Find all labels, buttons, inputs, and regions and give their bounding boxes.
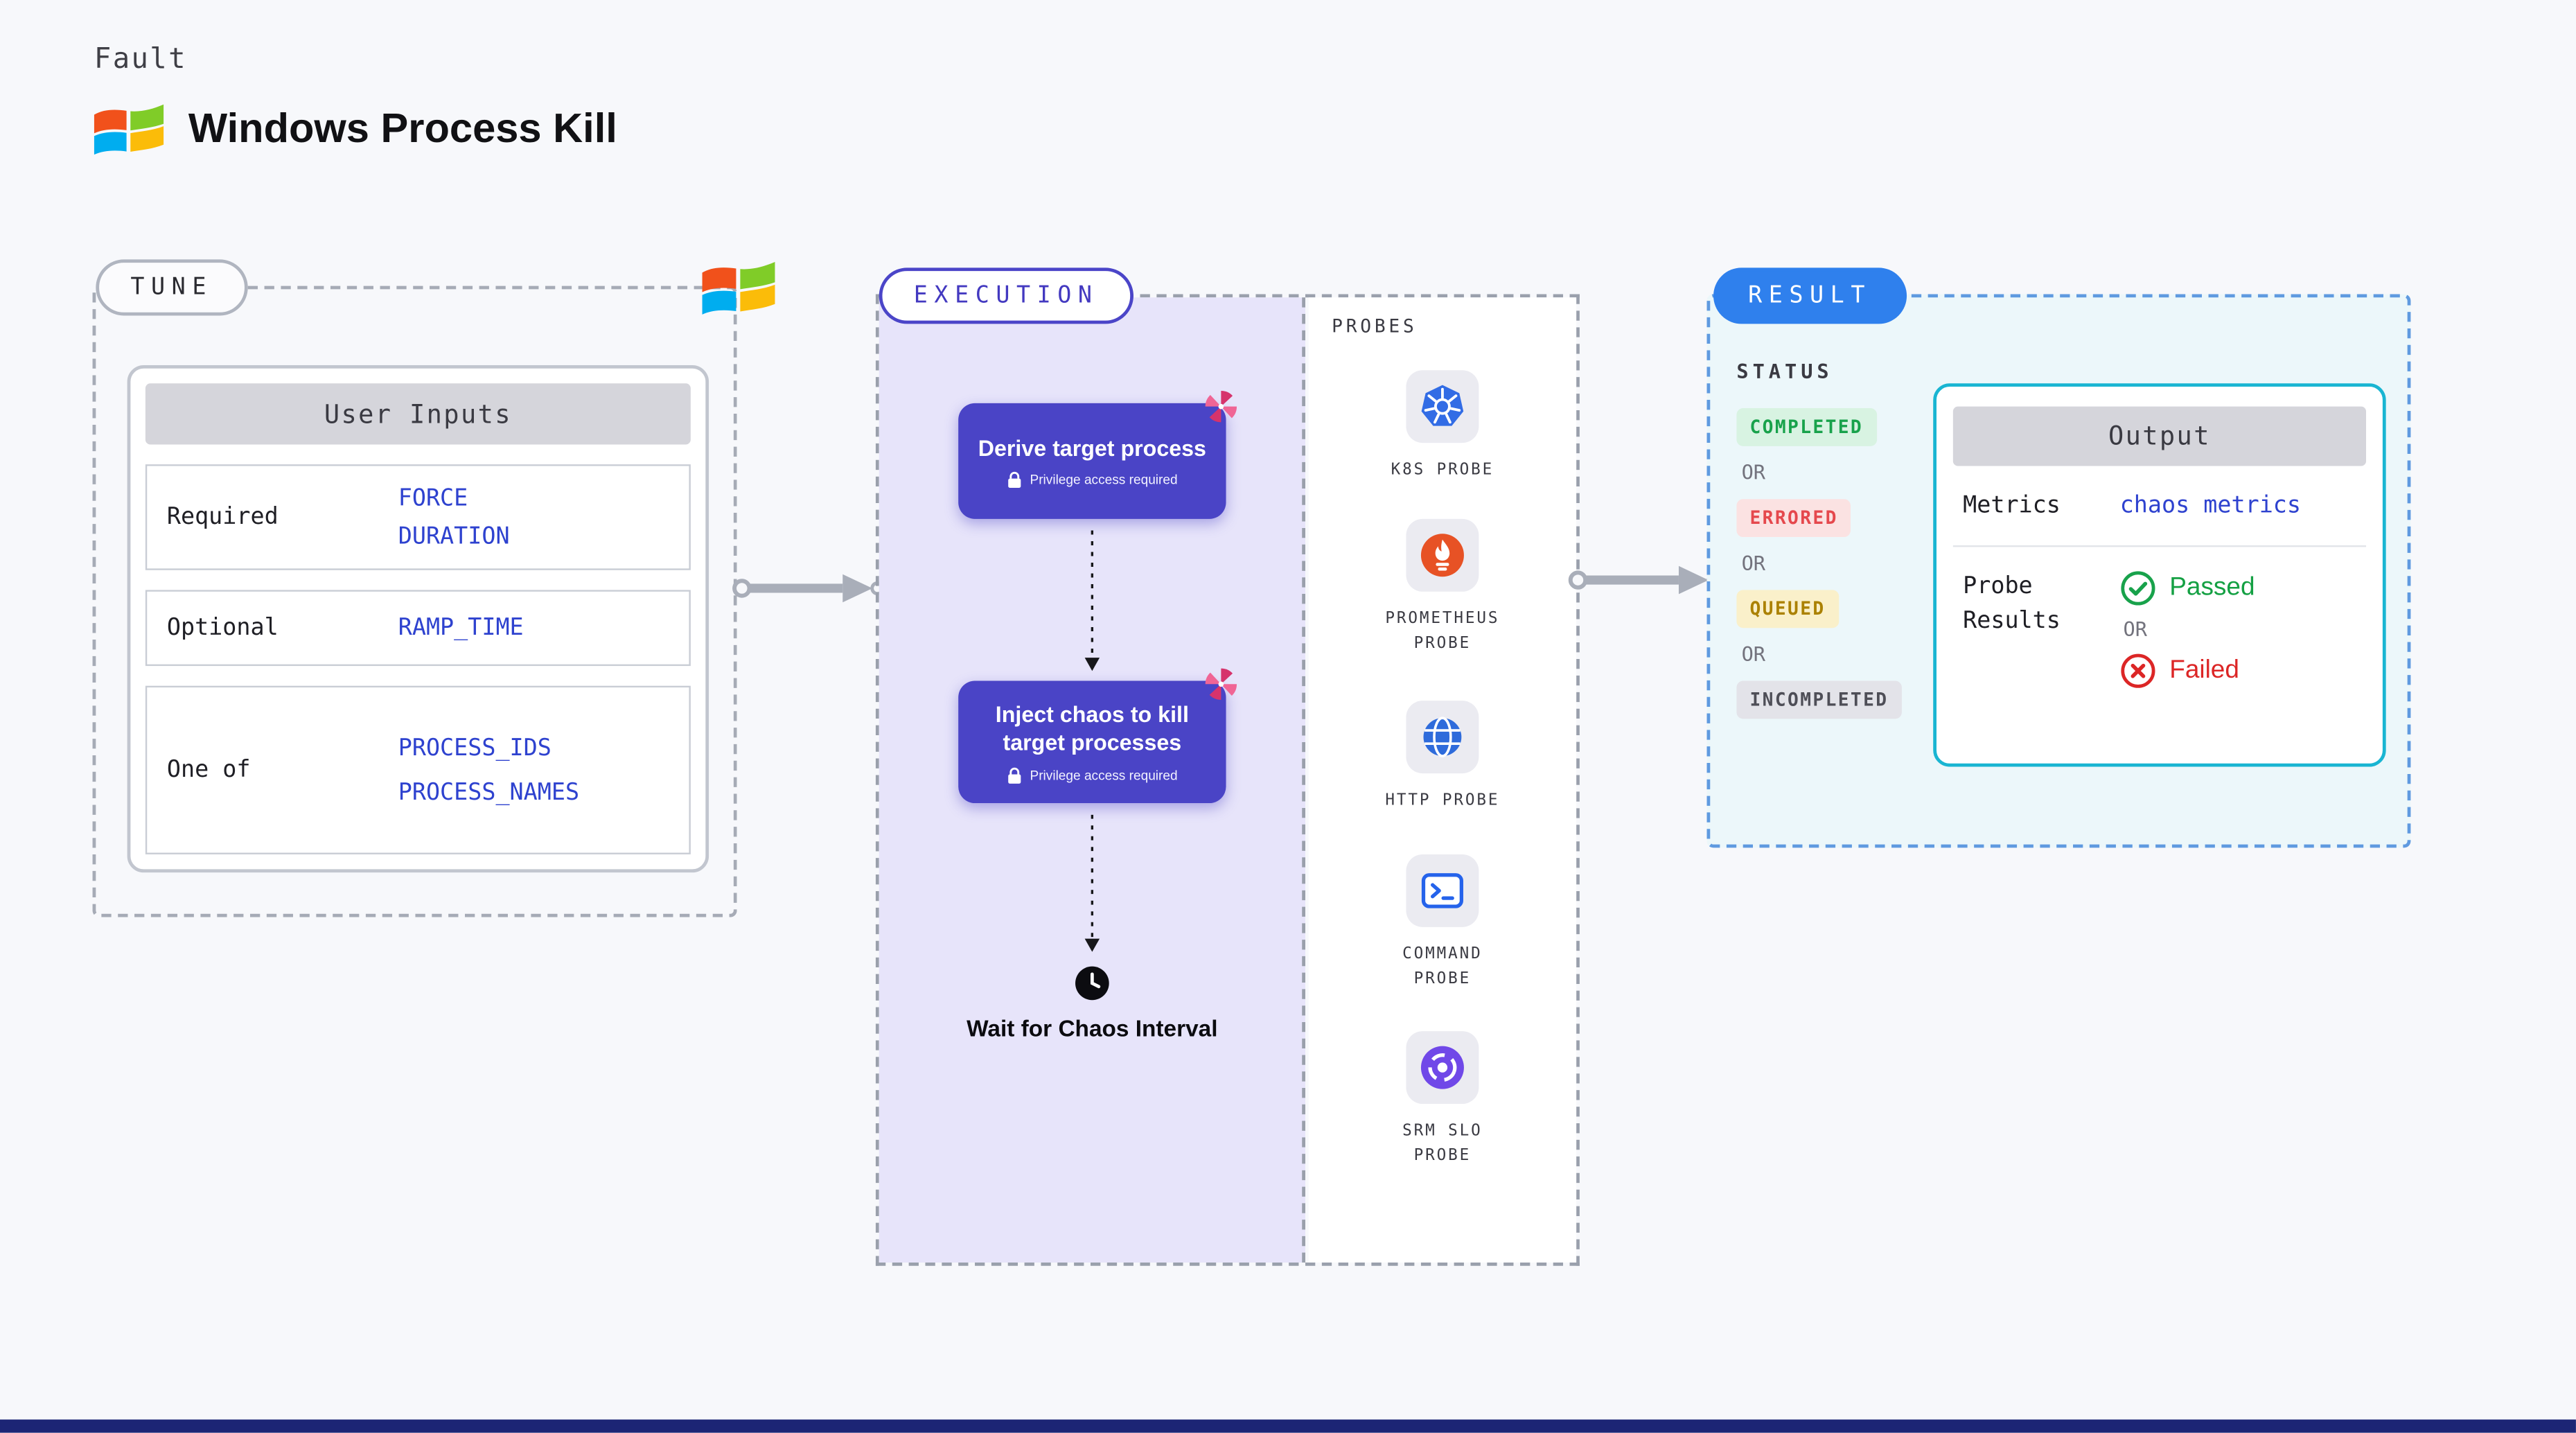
down-arrow-connector-icon <box>1084 814 1100 952</box>
probes-panel: PROBES <box>1308 297 1577 1263</box>
tune-section: TUNE User Inputs Required FORCE DURATION… <box>92 259 775 917</box>
execution-badge: EXECUTION <box>879 267 1133 324</box>
step-title: Inject chaos to kill target processes <box>995 702 1189 755</box>
step-title: Derive target process <box>978 435 1206 461</box>
probe-icon-box <box>1406 518 1479 592</box>
lock-icon <box>1007 472 1023 490</box>
windows-logo-icon <box>702 261 775 315</box>
passed-label: Passed <box>2169 574 2255 602</box>
metrics-label: Metrics <box>1963 492 2061 519</box>
table-row-optional: Optional RAMP_TIME <box>145 590 691 667</box>
row-values: PROCESS_IDS PROCESS_NAMES <box>398 735 579 806</box>
result-badge: RESULT <box>1713 267 1907 324</box>
passed-line: Passed <box>2120 570 2255 606</box>
privilege-note: Privilege access required <box>975 472 1210 490</box>
or-separator: OR <box>1741 642 1766 667</box>
flow-arrow-icon <box>730 568 882 608</box>
result-section: RESULT STATUS COMPLETED OR ERRORED OR QU… <box>1706 267 2411 848</box>
privilege-note: Privilege access required <box>975 766 1210 785</box>
status-badge-queued: QUEUED <box>1736 590 1839 628</box>
probe-label: PROMETHEUS PROBE <box>1385 609 1500 653</box>
row-values: RAMP_TIME <box>398 615 524 641</box>
row-values: FORCE DURATION <box>398 485 510 550</box>
probe-item-command: COMMAND PROBE <box>1309 854 1576 992</box>
status-badges: COMPLETED OR ERRORED OR QUEUED OR INCOMP… <box>1736 408 1902 719</box>
wait-label: Wait for Chaos Interval <box>967 1014 1218 1041</box>
terminal-icon <box>1421 873 1463 908</box>
tune-badge: TUNE <box>96 259 248 316</box>
wait-step <box>1074 965 1110 1001</box>
probe-icon-box <box>1406 701 1479 774</box>
table-row-required: Required FORCE DURATION <box>145 464 691 570</box>
row-label: One of <box>166 757 251 784</box>
kubernetes-icon <box>1421 385 1464 426</box>
user-inputs-table: User Inputs Required FORCE DURATION Opti… <box>127 365 709 873</box>
probe-icon-box <box>1406 854 1479 927</box>
output-title: Output <box>1952 406 2367 466</box>
execution-section: Derive target process Privilege access r… <box>875 267 1580 1266</box>
probe-item-http: HTTP PROBE <box>1309 701 1576 814</box>
or-separator: OR <box>1741 552 1766 575</box>
probe-icon-box <box>1406 1031 1479 1105</box>
probe-item-srm-slo: SRM SLO PROBE <box>1309 1031 1576 1169</box>
step-inject-chaos: Inject chaos to kill target processes Pr… <box>958 668 1237 804</box>
x-circle-icon <box>2121 654 2155 689</box>
check-circle-icon <box>2121 572 2155 606</box>
page-title-row: Windows Process Kill <box>91 94 617 164</box>
flow-arrow-icon <box>1567 560 1718 599</box>
windows-logo-icon <box>94 104 164 155</box>
status-badge-completed: COMPLETED <box>1736 408 1877 446</box>
srm-slo-icon <box>1420 1046 1464 1089</box>
or-separator: OR <box>2123 618 2147 642</box>
input-value: DURATION <box>398 522 510 550</box>
probe-label: COMMAND PROBE <box>1402 945 1483 989</box>
or-separator: OR <box>1741 461 1766 484</box>
output-card: Output Metrics chaos metrics Probe Resul… <box>1933 383 2386 767</box>
failed-line: Failed <box>2120 653 2255 689</box>
status-badge-errored: ERRORED <box>1736 499 1851 538</box>
probe-item-prometheus: PROMETHEUS PROBE <box>1309 518 1576 657</box>
probe-label: K8S PROBE <box>1391 461 1494 480</box>
fault-kicker: Fault <box>94 43 187 76</box>
step-derive-target-process: Derive target process Privilege access r… <box>958 391 1237 519</box>
down-arrow-connector-icon <box>1084 530 1100 671</box>
failed-label: Failed <box>2169 656 2239 685</box>
probe-label: HTTP PROBE <box>1385 791 1500 810</box>
row-label: Required <box>166 504 279 531</box>
input-value: FORCE <box>398 484 468 512</box>
table-row-one-of: One of PROCESS_IDS PROCESS_NAMES <box>145 685 691 854</box>
privilege-note-text: Privilege access required <box>1030 768 1178 784</box>
probe-results-label: Probe Results <box>1963 574 2061 634</box>
input-value: RAMP_TIME <box>398 615 524 642</box>
probe-results-values: Passed OR Failed <box>2120 570 2255 689</box>
globe-icon <box>1423 716 1462 757</box>
input-value: PROCESS_IDS <box>398 735 552 762</box>
status-title: STATUS <box>1736 360 1833 384</box>
pinwheel-icon <box>1205 391 1237 423</box>
probe-label: SRM SLO PROBE <box>1402 1122 1483 1166</box>
row-label: Optional <box>166 615 279 642</box>
pinwheel-icon <box>1205 668 1237 700</box>
output-row-metrics: Metrics chaos metrics <box>1953 466 2366 546</box>
chaos-steps-panel: Derive target process Privilege access r… <box>879 297 1305 1263</box>
prometheus-icon <box>1420 534 1464 577</box>
user-inputs-title: User Inputs <box>145 383 691 445</box>
status-badge-incompleted: INCOMPLETED <box>1736 680 1902 719</box>
page-title: Windows Process Kill <box>188 105 617 152</box>
probe-icon-box <box>1406 370 1479 443</box>
output-row-probe-results: Probe Results Passed OR <box>1952 545 2367 713</box>
privilege-note-text: Privilege access required <box>1030 473 1178 489</box>
lock-icon <box>1007 767 1023 785</box>
input-value: PROCESS_NAMES <box>398 779 580 806</box>
metrics-value: chaos metrics <box>2119 493 2302 520</box>
probe-item-k8s: K8S PROBE <box>1309 370 1576 483</box>
clock-icon <box>1075 966 1109 1001</box>
footer-bar <box>0 1419 2576 1433</box>
status-column: STATUS COMPLETED OR ERRORED OR QUEUED OR… <box>1736 360 1902 719</box>
probes-title: PROBES <box>1332 315 1418 337</box>
